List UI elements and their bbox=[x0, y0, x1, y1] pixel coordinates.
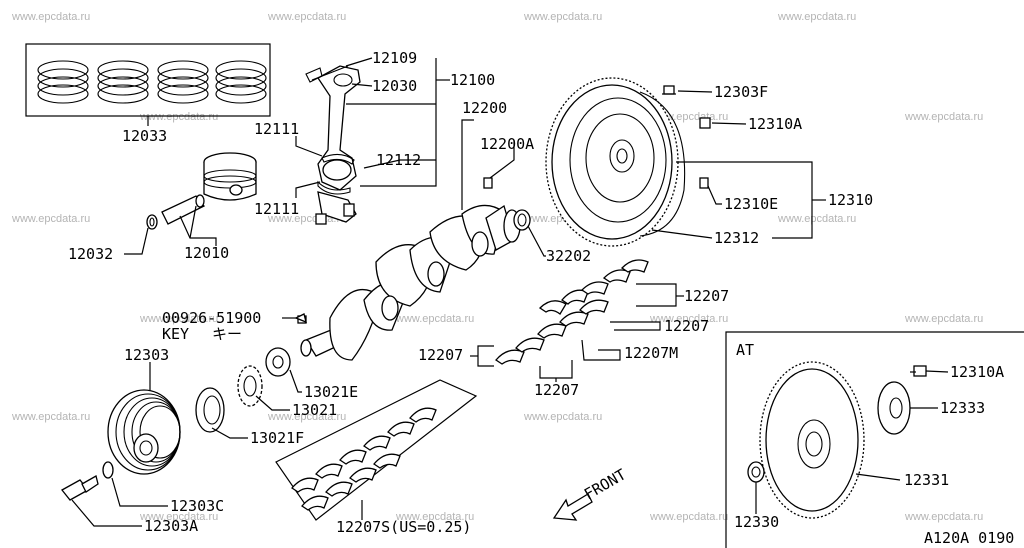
crank-washer-front[interactable] bbox=[265, 347, 291, 377]
pulley-washer[interactable] bbox=[102, 461, 114, 479]
watermark: www.epcdata.ru bbox=[139, 111, 218, 123]
callout-12032: 12032 bbox=[68, 245, 113, 263]
callout-at-12331: 12331 bbox=[904, 471, 949, 489]
watermark: www.epcdata.ru bbox=[139, 313, 218, 325]
callout-key-jp: キー bbox=[212, 325, 242, 343]
callout-13021: 13021 bbox=[292, 401, 337, 419]
callout-key: KEY bbox=[162, 325, 189, 343]
watermark: www.epcdata.ru bbox=[904, 313, 983, 325]
pilot-bushing[interactable] bbox=[513, 209, 531, 231]
watermark: www.epcdata.ru bbox=[523, 11, 602, 23]
drive-plate[interactable] bbox=[759, 361, 865, 519]
callout-12310: 12310 bbox=[828, 191, 873, 209]
dowel-pin[interactable] bbox=[483, 177, 493, 189]
callout-12310e: 12310E bbox=[724, 195, 778, 213]
at-leaders bbox=[755, 370, 949, 514]
callout-12207m: 12207M bbox=[624, 344, 678, 362]
watermark: www.epcdata.ru bbox=[11, 11, 90, 23]
crankshaft[interactable] bbox=[297, 204, 521, 361]
watermark: www.epcdata.ru bbox=[267, 411, 346, 423]
piston-ring-stack bbox=[97, 60, 149, 104]
callout-12033: 12033 bbox=[122, 127, 167, 145]
watermark: www.epcdata.ru bbox=[11, 213, 90, 225]
main-bearing-upper-set[interactable] bbox=[538, 259, 649, 315]
watermark: www.epcdata.ru bbox=[649, 511, 728, 523]
flywheel-leaders bbox=[651, 90, 826, 239]
main-bearing-lower-set[interactable] bbox=[495, 299, 609, 365]
piston-pin-clip[interactable] bbox=[146, 214, 158, 230]
diagram-code: A120A 0190 bbox=[924, 529, 1014, 547]
watermark: www.epcdata.ru bbox=[267, 11, 346, 23]
piston-ring-set[interactable]: 12033 bbox=[25, 43, 271, 145]
at-inset-title: AT bbox=[736, 341, 754, 359]
callout-12312: 12312 bbox=[714, 229, 759, 247]
callout-12200: 12200 bbox=[462, 99, 507, 117]
oil-seal-spacer[interactable] bbox=[195, 387, 225, 433]
flywheel-washer[interactable] bbox=[699, 117, 711, 129]
at-inset-panel: AT bbox=[725, 331, 1024, 548]
callout-32202: 32202 bbox=[546, 247, 591, 265]
piston-pin[interactable] bbox=[161, 194, 206, 225]
watermark: www.epcdata.ru bbox=[904, 511, 983, 523]
flywheel-bolt[interactable] bbox=[662, 85, 676, 95]
front-label: FRONT bbox=[581, 465, 629, 503]
callout-12100: 12100 bbox=[450, 71, 495, 89]
callout-12303f: 12303F bbox=[714, 83, 768, 101]
callout-12010: 12010 bbox=[184, 244, 229, 262]
reinforcement-plate[interactable] bbox=[877, 381, 911, 435]
crank-sprocket[interactable] bbox=[237, 365, 263, 407]
callout-12030: 12030 bbox=[372, 77, 417, 95]
front-direction-arrow: FRONT bbox=[552, 465, 629, 521]
watermark: www.epcdata.ru bbox=[139, 511, 218, 523]
callout-13021e: 13021E bbox=[304, 383, 358, 401]
callout-12303a: 12303A bbox=[144, 517, 198, 535]
watermark: www.epcdata.ru bbox=[649, 313, 728, 325]
watermark: www.epcdata.ru bbox=[11, 411, 90, 423]
callout-12310a: 12310A bbox=[748, 115, 802, 133]
watermark: www.epcdata.ru bbox=[904, 111, 983, 123]
watermark: www.epcdata.ru bbox=[777, 213, 856, 225]
callout-13021f: 13021F bbox=[250, 429, 304, 447]
callout-at-12330: 12330 bbox=[734, 513, 779, 531]
piston-leaders bbox=[124, 205, 217, 255]
callout-00926-51900: 00926-51900 bbox=[162, 309, 261, 327]
callout-12200a: 12200A bbox=[480, 135, 534, 153]
callout-at-12333: 12333 bbox=[940, 399, 985, 417]
callout-12303: 12303 bbox=[124, 346, 169, 364]
callout-12207-a: 12207 bbox=[684, 287, 729, 305]
callout-12207-d: 12207 bbox=[534, 381, 579, 399]
callout-12207-c: 12207 bbox=[418, 346, 463, 364]
undersize-bearing-set[interactable] bbox=[275, 379, 478, 521]
watermark: www.epcdata.ru bbox=[395, 313, 474, 325]
pulley-bolt[interactable] bbox=[61, 475, 99, 501]
piston-ring-stack bbox=[37, 60, 89, 104]
watermark: www.epcdata.ru bbox=[523, 411, 602, 423]
piston[interactable] bbox=[203, 152, 257, 201]
callout-12207s: 12207S(US=0.25) bbox=[336, 518, 471, 536]
front-end-leaders bbox=[71, 362, 302, 527]
callout-12303c: 12303C bbox=[170, 497, 224, 515]
rod-leaders bbox=[295, 57, 450, 198]
callout-12109: 12109 bbox=[372, 49, 417, 67]
connecting-rod[interactable] bbox=[305, 65, 361, 225]
flywheel-dowel[interactable] bbox=[699, 177, 709, 189]
woodruff-key[interactable] bbox=[282, 313, 307, 324]
piston-ring-stack bbox=[215, 60, 267, 104]
callout-12112: 12112 bbox=[376, 151, 421, 169]
callout-at-12310a: 12310A bbox=[950, 363, 1004, 381]
pilot-converter[interactable] bbox=[747, 461, 765, 483]
watermark: www.epcdata.ru bbox=[777, 11, 856, 23]
crank-leaders bbox=[461, 119, 546, 257]
main-bearing-leaders bbox=[470, 283, 684, 382]
drive-plate-bolt[interactable] bbox=[910, 365, 927, 377]
callout-12111-upper: 12111 bbox=[254, 120, 299, 138]
watermark: www.epcdata.ru bbox=[395, 511, 474, 523]
callout-12207-b: 12207 bbox=[664, 317, 709, 335]
watermark-layer: www.epcdata.ru www.epcdata.ru www.epcdat… bbox=[11, 11, 983, 523]
flywheel[interactable] bbox=[545, 77, 686, 247]
piston-ring-stack bbox=[157, 60, 209, 104]
crank-pulley[interactable] bbox=[107, 389, 181, 475]
callout-12111-lower: 12111 bbox=[254, 200, 299, 218]
